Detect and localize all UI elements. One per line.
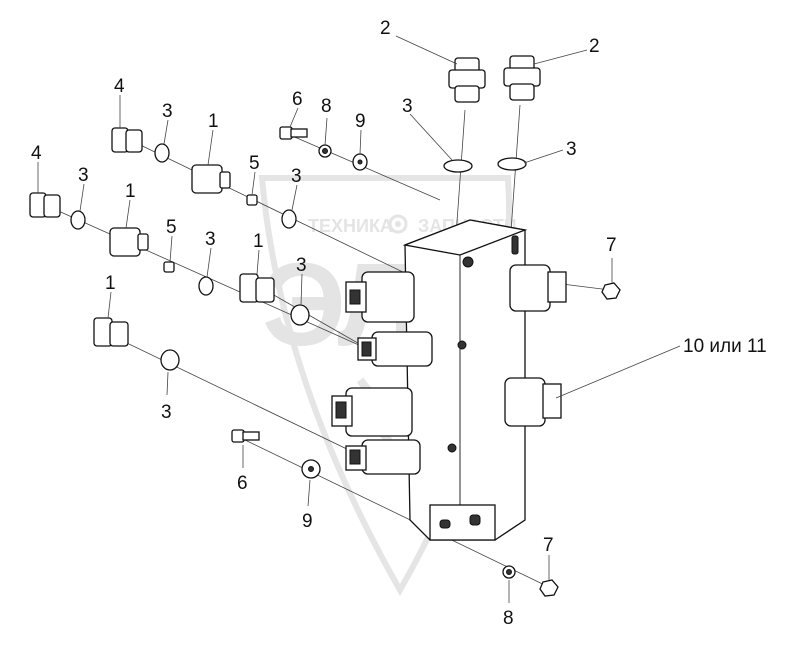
callout-4-lower: 4	[31, 143, 42, 164]
callout-6-lower: 6	[237, 473, 248, 494]
coupling-1-b	[109, 227, 149, 257]
callout-5-a: 5	[249, 153, 260, 174]
callout-3-c: 3	[291, 166, 302, 187]
fitting-2-left	[448, 57, 486, 103]
callout-3-top-left: 3	[402, 96, 413, 117]
callout-1-d: 1	[105, 273, 116, 294]
callout-8-upper: 8	[321, 96, 332, 117]
gear-icon	[388, 214, 408, 234]
bolt-6-lower	[231, 429, 260, 443]
callout-2-right: 2	[589, 36, 600, 57]
bolt-6-upper	[279, 126, 308, 140]
callout-9-upper: 9	[355, 111, 366, 132]
watermark-brand-left: ТЕХНИКА	[308, 216, 393, 236]
plugs-5	[163, 194, 258, 273]
solenoid-middle-left	[357, 331, 433, 367]
callout-3-f: 3	[161, 402, 172, 423]
valve-block	[402, 219, 528, 541]
washers-9	[301, 153, 368, 479]
coupling-1-d	[93, 317, 129, 347]
seal-rings	[70, 143, 527, 371]
callout-7-upper: 7	[606, 235, 617, 256]
callout-lines	[37, 35, 681, 603]
callout-3-d: 3	[205, 229, 216, 250]
solenoid-bottom-left	[345, 439, 421, 475]
callout-5-b: 5	[166, 217, 177, 238]
solenoid-upper-left	[345, 271, 415, 323]
callout-1-c: 1	[253, 231, 264, 252]
callout-3-a: 3	[162, 101, 173, 122]
coupling-1-a	[191, 164, 231, 194]
solenoid-upper-right	[509, 264, 567, 312]
callout-1-b: 1	[125, 181, 136, 202]
callout-8-lower: 8	[503, 608, 514, 629]
fitting-4-upper	[111, 127, 143, 153]
solenoid-lower-left	[331, 387, 413, 437]
solenoid-lower-right	[504, 377, 562, 427]
callout-3-e: 3	[296, 255, 307, 276]
washers-8	[318, 144, 516, 579]
nuts-7	[539, 282, 621, 597]
callout-3-top-right: 3	[566, 139, 577, 160]
callout-2-left: 2	[380, 18, 391, 39]
callout-7-lower: 7	[543, 535, 554, 556]
callout-10-or-11: 10 или 11	[683, 336, 767, 357]
callout-4-upper: 4	[114, 76, 125, 97]
callout-1-a: 1	[208, 111, 219, 132]
callout-labels: 2 2 3 3 4 4 3 3 3 3 3 3 1 1 1 1 5 5 6 6 …	[31, 18, 767, 629]
callout-6-upper: 6	[292, 89, 303, 110]
fitting-4-lower	[29, 192, 61, 218]
fitting-2-right	[503, 55, 541, 101]
callout-3-b: 3	[78, 165, 89, 186]
callout-9-lower: 9	[302, 511, 313, 532]
coupling-1-c	[239, 273, 275, 303]
